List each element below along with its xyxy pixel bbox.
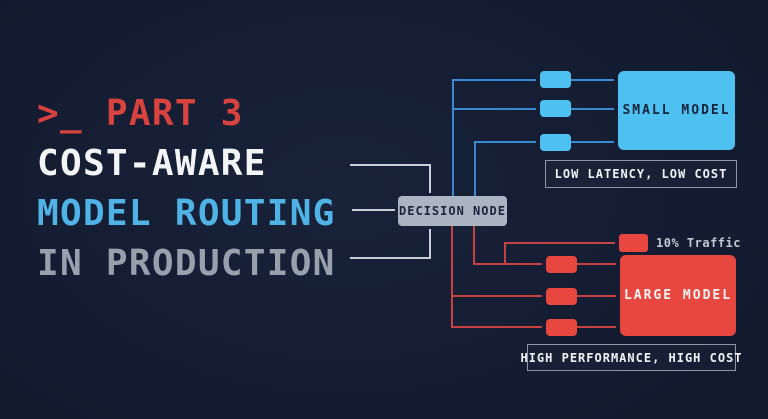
small-model-label: SMALL MODEL xyxy=(622,103,731,118)
title-block: >_ PART 3 COST-AWARE MODEL ROUTING IN PR… xyxy=(37,89,336,289)
blue-request-chip-2 xyxy=(540,100,571,117)
small-model-caption: LOW LATENCY, LOW COST xyxy=(554,167,728,181)
connector-in-production-to-node xyxy=(350,229,431,259)
connector-node-to-red-row3 xyxy=(451,226,542,328)
traffic-label: 10% Traffic xyxy=(656,236,741,250)
large-model-label: LARGE MODEL xyxy=(623,288,733,303)
blue-request-chip-1 xyxy=(540,71,571,88)
connector-node-to-blue-row3 xyxy=(474,141,536,196)
small-model-box: SMALL MODEL xyxy=(618,71,735,150)
large-model-box: LARGE MODEL xyxy=(620,255,736,336)
title-in-production: IN PRODUCTION xyxy=(37,243,336,284)
small-model-caption-box: LOW LATENCY, LOW COST xyxy=(545,160,737,188)
red-request-chip-1 xyxy=(546,256,577,273)
connector-node-to-blue-row1 xyxy=(452,79,536,196)
red-request-chip-2 xyxy=(546,288,577,305)
decision-node: DECISION NODE xyxy=(398,196,507,226)
traffic-chip xyxy=(619,234,648,252)
red-request-chip-3 xyxy=(546,319,577,336)
large-model-caption-box: HIGH PERFORMANCE, HIGH COST xyxy=(520,344,742,371)
large-model-caption: HIGH PERFORMANCE, HIGH COST xyxy=(520,350,743,365)
title-cost-aware: COST-AWARE xyxy=(37,143,267,184)
connector-cost-aware-to-node xyxy=(350,164,431,193)
title-part-line: >_ PART 3 xyxy=(37,93,244,134)
connector-node-to-red-row1 xyxy=(473,226,542,265)
title-model-routing: MODEL ROUTING xyxy=(37,193,336,234)
decision-node-label: DECISION NODE xyxy=(399,204,506,218)
connector-branch-to-traffic-chip xyxy=(504,242,615,264)
blue-request-chip-3 xyxy=(540,134,571,151)
